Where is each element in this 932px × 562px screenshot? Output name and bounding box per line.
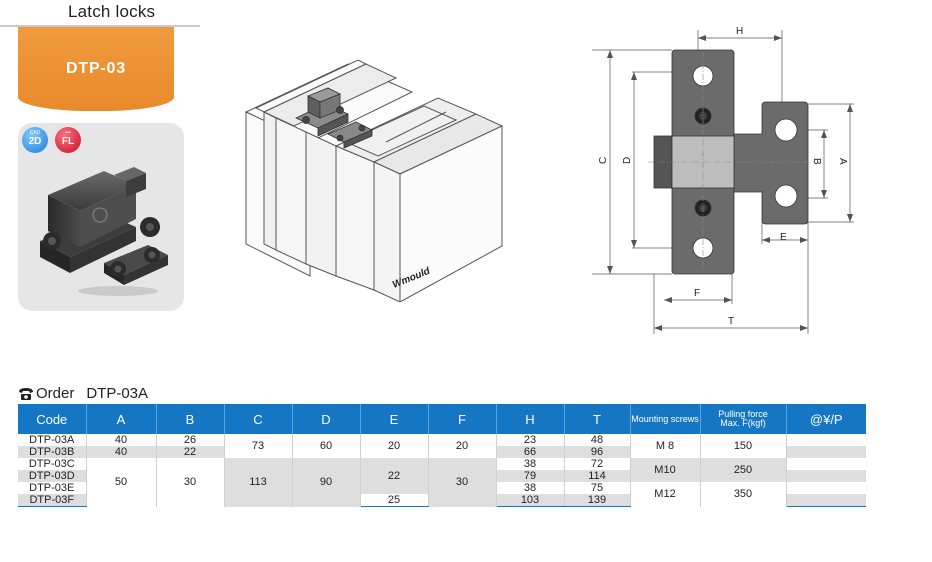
screws-cell: M12 — [630, 482, 701, 507]
b-cell: 30 — [156, 458, 225, 507]
screws-cell: M 8 — [630, 434, 701, 458]
f-cell: 20 — [428, 434, 497, 458]
code-cell: DTP-03E — [18, 482, 87, 494]
col-header-f: F — [428, 404, 497, 434]
price-cell — [786, 446, 866, 458]
dim-label-h: H — [736, 26, 743, 37]
d-cell: 90 — [292, 458, 361, 507]
e-cell: 20 — [360, 434, 429, 458]
col-header-c: C — [224, 404, 293, 434]
table-row: DTP-03F 25 103 139 — [18, 494, 866, 507]
col-header-code: Code — [18, 404, 87, 434]
fl-badge: ••• FL — [55, 127, 81, 153]
a-cell: 50 — [86, 458, 157, 507]
table-header-row: Code A B C D E F H T Mounting screws Pul… — [18, 404, 866, 434]
dim-label-d: D — [622, 157, 633, 164]
price-cell — [786, 470, 866, 482]
h-cell: 38 — [496, 458, 565, 470]
table-row: DTP-03A 40 26 73 60 20 20 23 48 M 8 150 — [18, 434, 866, 458]
force-cell: 350 — [700, 482, 787, 507]
t-cell: 114 — [564, 470, 631, 482]
col-header-mounting-screws: Mounting screws — [630, 404, 701, 434]
h-cell: 23 — [496, 434, 565, 446]
table-row: DTP-03C 50 30 113 90 22 30 38 72 M10 250 — [18, 458, 866, 507]
e-cell: 22 — [360, 458, 429, 494]
order-line: Order DTP-03A — [18, 385, 148, 402]
title-divider — [0, 25, 200, 27]
technical-drawing: H C D B A E F T — [592, 26, 854, 334]
price-cell — [786, 494, 866, 507]
h-cell: 66 — [496, 446, 565, 458]
t-cell: 96 — [564, 446, 631, 458]
table-row: DTP-03D 79 114 — [18, 470, 866, 482]
force-cell: 150 — [700, 434, 787, 458]
dim-label-a: A — [837, 158, 848, 165]
col-header-price: @¥/P — [786, 404, 866, 434]
h-cell: 38 — [496, 482, 565, 494]
code-cell: DTP-03C — [18, 458, 87, 470]
col-header-e: E — [360, 404, 429, 434]
table-row: DTP-03B 40 22 66 96 — [18, 446, 866, 458]
phone-icon — [19, 387, 33, 400]
code-cell: DTP-03F — [18, 494, 87, 507]
c-cell: 73 — [224, 434, 293, 458]
h-cell: 103 — [496, 494, 565, 507]
d-cell: 60 — [292, 434, 361, 458]
b-cell: 22 — [156, 446, 225, 458]
col-header-d: D — [292, 404, 361, 434]
t-cell: 139 — [564, 494, 631, 507]
dim-label-t: T — [728, 316, 734, 327]
t-cell: 72 — [564, 458, 631, 470]
code-cell: DTP-03A — [18, 434, 87, 446]
mould-isometric-drawing: Wmould — [244, 59, 504, 302]
a-cell: 40 — [86, 434, 157, 446]
spec-table: Code A B C D E F H T Mounting screws Pul… — [18, 404, 866, 507]
price-cell — [786, 434, 866, 446]
dim-label-b: B — [811, 158, 822, 165]
dim-label-f: F — [694, 288, 700, 299]
cad-2d-badge: CAD 2D — [22, 127, 48, 153]
e-cell: 25 — [360, 494, 429, 507]
code-cell: DTP-03B — [18, 446, 87, 458]
col-header-b: B — [156, 404, 225, 434]
order-label: Order — [36, 385, 75, 402]
screws-cell: M10 — [630, 458, 701, 482]
col-header-h: H — [496, 404, 565, 434]
price-cell — [786, 482, 866, 494]
col-header-t: T — [564, 404, 631, 434]
product-photo — [40, 167, 168, 296]
order-code: DTP-03A — [86, 385, 149, 402]
b-cell: 26 — [156, 434, 225, 446]
product-photo-card: CAD 2D ••• FL — [18, 123, 184, 311]
table-row: DTP-03E 38 75 M12 350 — [18, 482, 866, 507]
f-cell: 30 — [428, 458, 497, 507]
t-cell: 75 — [564, 482, 631, 494]
a-cell: 40 — [86, 446, 157, 458]
dim-label-c: C — [598, 157, 609, 164]
price-cell — [786, 458, 866, 470]
page-title: Latch locks — [68, 2, 156, 21]
force-cell: 250 — [700, 458, 787, 482]
model-banner: DTP-03 — [18, 27, 174, 111]
code-cell: DTP-03D — [18, 470, 87, 482]
col-header-a: A — [86, 404, 157, 434]
t-cell: 48 — [564, 434, 631, 446]
c-cell: 113 — [224, 458, 293, 507]
h-cell: 79 — [496, 470, 565, 482]
dim-label-e: E — [780, 232, 787, 243]
model-label: DTP-03 — [66, 60, 126, 77]
